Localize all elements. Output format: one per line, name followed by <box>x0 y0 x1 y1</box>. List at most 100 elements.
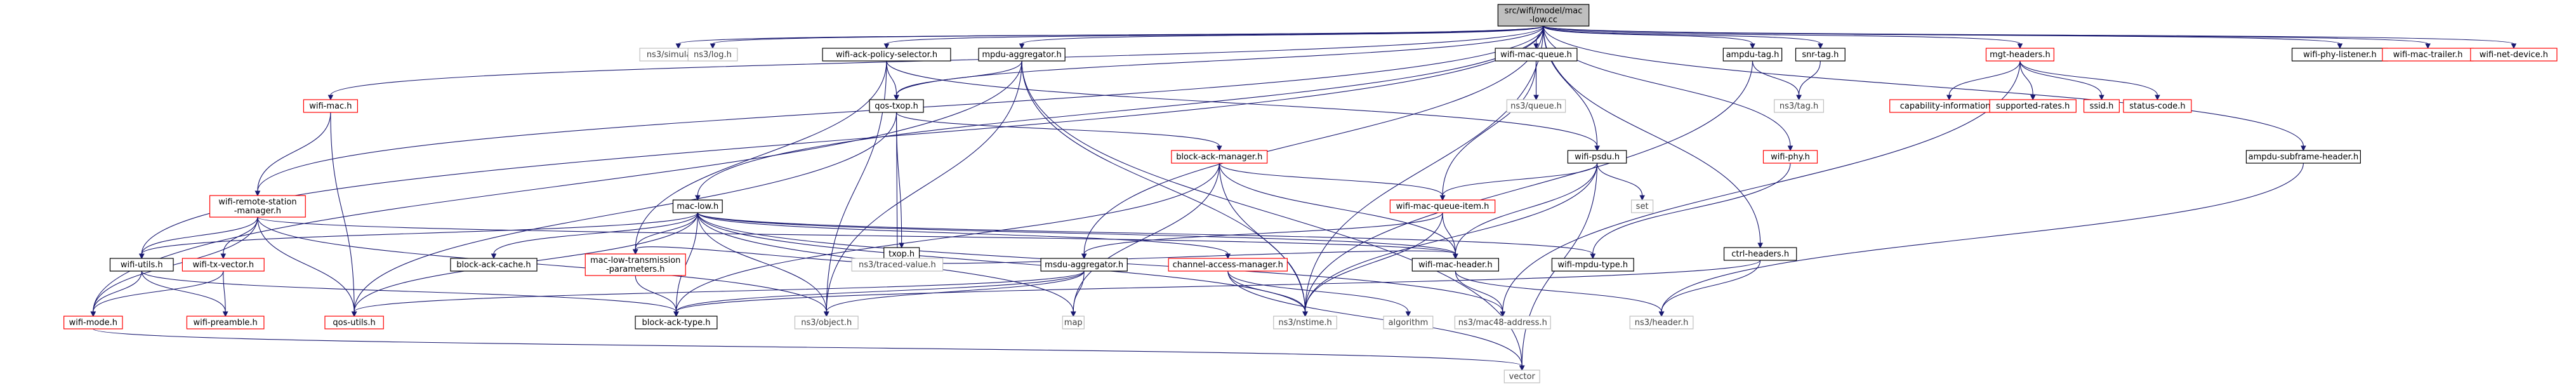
node-suprates[interactable]: supported-rates.h <box>1989 99 2077 113</box>
edge-arrowhead <box>1796 95 1802 101</box>
node-wnd[interactable]: wifi-net-device.h <box>2470 48 2558 62</box>
node-wrsm[interactable]: wifi-remote-station-manager.h <box>209 195 306 218</box>
edge-root-ampdutag <box>1543 25 1755 50</box>
node-root[interactable]: src/wifi/model/mac-low.cc <box>1497 4 1590 27</box>
edge-root-snrtag <box>1543 25 1823 50</box>
node-label: wifi-psdu.h <box>1575 152 1620 162</box>
node-box <box>1168 258 1288 272</box>
node-wpl[interactable]: wifi-phy-listener.h <box>2291 48 2388 62</box>
edge-arrowhead <box>1405 311 1411 317</box>
node-wpsdu[interactable]: wifi-psdu.h <box>1567 150 1627 164</box>
node-object: ns3/object.h <box>794 316 859 329</box>
edge-qostxop-qosutils <box>351 112 897 317</box>
node-label: ctrl-headers.h <box>1731 250 1789 259</box>
node-batype[interactable]: block-ack-type.h <box>635 316 718 329</box>
edge-msdua-map <box>1070 270 1085 317</box>
edge-wrsm-wutils <box>138 216 258 260</box>
node-label: wifi-tx-vector.h <box>192 260 254 270</box>
edge-qostxop-bam <box>895 112 1222 152</box>
node-wpre[interactable]: wifi-preamble.h <box>186 316 265 329</box>
edge-mpdua-object <box>823 60 1022 317</box>
node-box <box>822 48 951 62</box>
node-wmh[interactable]: wifi-mac-header.h <box>1411 258 1499 272</box>
node-ampdusub[interactable]: ampdu-subframe-header.h <box>2245 150 2361 164</box>
node-label: block-ack-type.h <box>642 318 711 328</box>
node-label: wifi-mac-trailer.h <box>2393 50 2463 60</box>
edge-arrowhead <box>2301 145 2306 152</box>
node-bac[interactable]: block-ack-cache.h <box>450 258 538 272</box>
node-mgt[interactable]: mgt-headers.h <box>1985 48 2054 62</box>
node-mpdua[interactable]: mpdu-aggregator.h <box>978 48 1066 62</box>
node-wmpdut[interactable]: wifi-mpdu-type.h <box>1551 258 1634 272</box>
node-label: wifi-mac-header.h <box>1418 260 1493 270</box>
edge-arrowhead <box>222 311 228 317</box>
node-nstime: ns3/nstime.h <box>1273 316 1337 329</box>
node-qosutils[interactable]: qos-utils.h <box>324 316 384 329</box>
edge-arrowhead <box>1019 43 1025 50</box>
node-wmqi[interactable]: wifi-mac-queue-item.h <box>1389 199 1496 213</box>
node-ampdutag[interactable]: ampdu-tag.h <box>1722 48 1783 62</box>
node-txop[interactable]: txop.h <box>883 247 920 261</box>
edge-arrowhead <box>1787 145 1793 152</box>
node-wmode[interactable]: wifi-mode.h <box>63 316 123 329</box>
node-label: channel-access-manager.h <box>1173 260 1283 270</box>
node-maclow[interactable]: mac-low.h <box>672 199 723 213</box>
node-label: src/wifi/model/mac <box>1505 6 1583 16</box>
edge-root-ctrl <box>1543 25 1763 249</box>
node-header: ns3/header.h <box>1629 316 1694 329</box>
node-label: mpdu-aggregator.h <box>982 50 1061 60</box>
node-box <box>1171 150 1268 164</box>
edge-arrowhead <box>254 190 261 197</box>
edge-arrowhead <box>1590 253 1596 260</box>
node-capinfo[interactable]: capability-information.h <box>1889 99 2009 113</box>
edge-wifimac-qosutils <box>330 112 357 317</box>
node-qostxop[interactable]: qos-txop.h <box>869 99 924 113</box>
edge-arrowhead <box>220 253 227 260</box>
node-box <box>635 316 718 329</box>
node-box <box>794 316 859 329</box>
node-wtxv[interactable]: wifi-tx-vector.h <box>182 258 265 272</box>
node-box <box>2470 48 2558 62</box>
node-ctrl[interactable]: ctrl-headers.h <box>1723 247 1797 261</box>
node-bam[interactable]: block-ack-manager.h <box>1171 150 1268 164</box>
edge-msdua-batype <box>673 270 1085 317</box>
node-box <box>1389 199 1496 213</box>
edge-arrowhead <box>1757 243 1763 249</box>
edge-wmh-header <box>1455 270 1665 317</box>
node-wphy[interactable]: wifi-phy.h <box>1762 150 1818 164</box>
node-msdua[interactable]: msdu-aggregator.h <box>1040 258 1128 272</box>
edge-wutils-wpre <box>141 270 228 317</box>
node-box <box>63 316 123 329</box>
node-ssid[interactable]: ssid.h <box>2083 99 2120 113</box>
edge-bam-wmqi <box>1219 163 1446 201</box>
node-status[interactable]: status-code.h <box>2123 99 2192 113</box>
node-cam[interactable]: channel-access-manager.h <box>1168 258 1288 272</box>
edge-arrowhead <box>632 249 638 255</box>
node-mltp[interactable]: mac-low-transmission-parameters.h <box>585 253 686 276</box>
node-label: ampdu-subframe-header.h <box>2249 152 2359 162</box>
node-wmq[interactable]: wifi-mac-queue.h <box>1495 48 1578 62</box>
edge-mpdua-qostxop <box>894 60 1022 101</box>
edge-arrowhead <box>673 311 679 317</box>
edge-arrowhead <box>1081 253 1087 260</box>
node-label: mgt-headers.h <box>1990 50 2051 60</box>
edge-wmqi-msdua <box>1081 212 1443 260</box>
node-box <box>1062 316 1085 329</box>
edge-root-mpdua <box>1019 25 1544 50</box>
node-box <box>851 258 944 272</box>
node-wifimac[interactable]: wifi-mac.h <box>303 99 359 113</box>
node-box <box>324 316 384 329</box>
node-box <box>1631 199 1654 213</box>
node-box <box>869 99 924 113</box>
node-box <box>450 258 538 272</box>
node-log: ns3/log.h <box>687 48 738 62</box>
node-label: algorithm <box>1389 318 1429 328</box>
node-wutils[interactable]: wifi-utils.h <box>109 258 174 272</box>
edge-arrowhead <box>1216 145 1222 152</box>
node-label: status-code.h <box>2129 102 2185 111</box>
node-wmt[interactable]: wifi-mac-trailer.h <box>2382 48 2474 62</box>
node-snrtag[interactable]: snr-tag.h <box>1795 48 1846 62</box>
node-wapsel[interactable]: wifi-ack-policy-selector.h <box>822 48 951 62</box>
edge-ampdutag-tag <box>1752 60 1802 101</box>
